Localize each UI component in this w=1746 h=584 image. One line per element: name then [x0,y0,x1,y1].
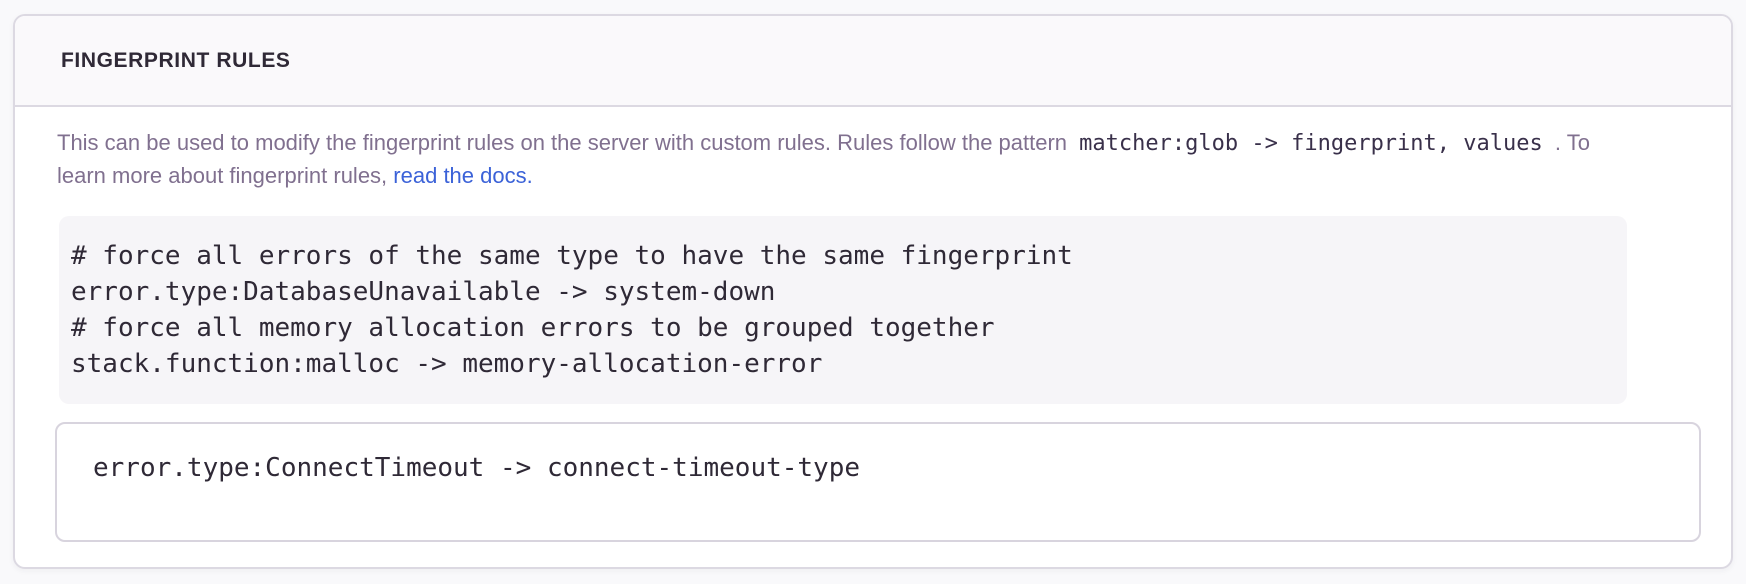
description-segment-2: . To learn more about fingerprint rules, [57,130,1590,188]
fingerprint-rules-panel: FINGERPRINT RULES This can be used to mo… [13,14,1733,569]
fingerprint-rules-textarea[interactable]: error.type:ConnectTimeout -> connect-tim… [55,422,1701,542]
pattern-inline-code: matcher:glob -> fingerprint, values [1079,131,1543,156]
panel-header: FINGERPRINT RULES [15,16,1731,107]
panel-body: This can be used to modify the fingerpri… [15,107,1731,576]
read-the-docs-link[interactable]: read the docs. [393,163,533,188]
example-code-block: # force all errors of the same type to h… [59,216,1627,404]
panel-title: FINGERPRINT RULES [61,48,291,72]
description-segment-1: This can be used to modify the fingerpri… [57,130,1068,155]
description-text: This can be used to modify the fingerpri… [57,127,1617,192]
